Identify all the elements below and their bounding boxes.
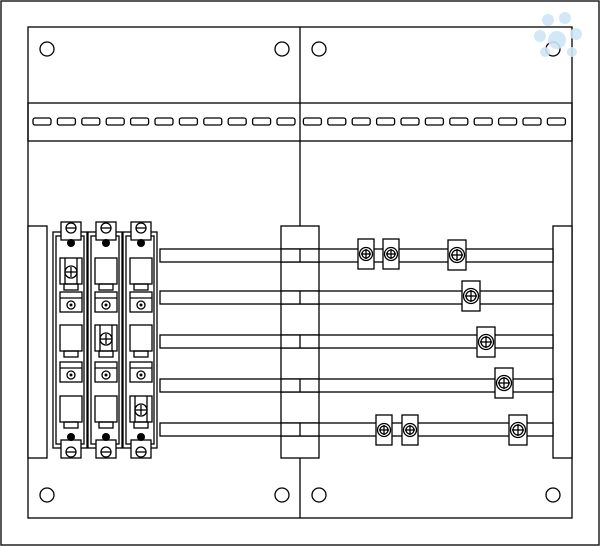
busbar-body [159,422,554,437]
rail-slot [129,117,150,126]
mounting-hole [545,487,561,503]
rail-slot [424,117,445,126]
fuse-window [59,395,83,423]
din-rail [27,102,573,142]
rail-slot [546,117,567,126]
mounting-hole [274,487,290,503]
contact-screw-center [139,373,143,377]
contact-screw-center [104,303,108,307]
fuse-base [87,221,123,459]
mounting-hole [39,487,55,503]
terminal-contact [137,433,145,441]
rail-slot [327,117,347,126]
rail-slot [56,117,77,126]
busbar-body [159,378,554,393]
busbar-body [159,334,554,349]
busbar-clamp [476,326,496,358]
rail-slot [449,117,469,126]
busbar-clamp [357,238,375,270]
busbar-body [159,290,554,305]
rail-slot [32,117,52,126]
busbar-clamp [508,414,528,446]
fuse-window [94,395,118,423]
busbar-clamp [447,239,467,271]
fuse-window-neck [98,350,114,358]
terminal-contact [67,239,75,247]
busbar-clamp [401,414,419,446]
rail-slot [276,117,296,126]
left-busbar-support [27,225,48,459]
terminal-contact [137,239,145,247]
fuse-window-neck [133,421,149,429]
busbar [159,334,554,349]
mounting-holes [39,41,561,503]
rail-slot [400,117,420,126]
mounting-hole [311,41,327,57]
rail-slots [32,117,567,126]
mounting-hole [274,41,290,57]
rail-slot [302,117,323,126]
busbar-body [159,248,554,263]
rail-slot [497,117,518,126]
fuse-window-neck [133,350,149,358]
rail-slot [522,117,542,126]
fuse-window [59,324,83,352]
fuse-window-neck [98,283,114,291]
fuse-window-neck [63,350,79,358]
busbar-clamp [375,414,393,446]
rail-slot [473,117,493,126]
mounting-hole [311,487,327,503]
busbar-clamps [357,238,528,446]
fuse-window-neck [98,421,114,429]
busbar-clamp [461,280,481,312]
busbar [159,248,554,263]
right-busbar-support [552,225,573,459]
contact-screw-center [69,303,73,307]
busbar [159,290,554,305]
rail-slot [105,117,125,126]
fuse-window-neck [63,283,79,291]
contact-screw-center [139,303,143,307]
rail-slot [81,117,101,126]
busbar-clamp [382,238,400,270]
fuse-base [122,221,158,459]
rail-slot [178,117,199,126]
rail-slot [351,117,371,126]
fuse-bases [52,221,158,459]
busbar [159,422,554,437]
fuse-base [52,221,88,459]
rail-slot [154,117,174,126]
fuse-window [129,257,153,285]
fuse-window-neck [63,421,79,429]
terminal-contact [102,239,110,247]
rail-slot [375,117,396,126]
rail-slot [251,117,272,126]
rail-slot [203,117,223,126]
mounting-hole [39,41,55,57]
fuse-window-neck [133,283,149,291]
watermark-logo [534,12,582,57]
rail-slot [227,117,247,126]
terminal-contact [67,433,75,441]
fuse-window [94,257,118,285]
contact-screw-center [104,373,108,377]
busbar-clamp [494,367,514,399]
contact-screw-center [69,373,73,377]
busbar [159,378,554,393]
terminal-contact [102,433,110,441]
fuse-window [129,324,153,352]
